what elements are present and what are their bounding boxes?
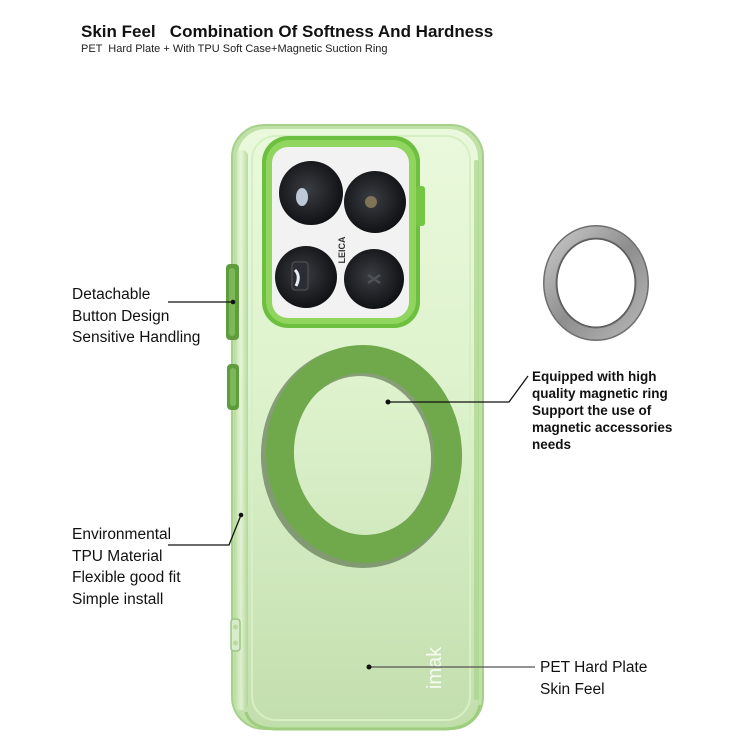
callout-text: TPU Material: [72, 547, 163, 565]
page-subtitle: PET Hard Plate + With TPU Soft Case+Magn…: [81, 43, 388, 55]
page-title: Skin Feel Combination Of Softness And Ha…: [81, 22, 494, 41]
callout-text: Sensitive Handling: [72, 329, 201, 346]
callout-text: Detachable: [72, 286, 151, 303]
magnetic-ring: [260, 345, 463, 568]
camera-brand-text: LEICA: [337, 236, 347, 264]
callout-line-ring: [385, 375, 529, 405]
callout-pet-plate: PET Hard Plate Skin Feel: [540, 657, 647, 700]
callout-text: needs: [532, 437, 572, 452]
callout-line-button: [168, 299, 236, 305]
callout-text: Equipped with high: [532, 369, 657, 384]
callout-line-pet: [366, 664, 535, 670]
callout-text: quality magnetic ring: [532, 386, 668, 401]
side-port: [230, 618, 241, 652]
callout-line-tpu: [168, 512, 244, 546]
callout-tpu-material: Environmental TPU Material Flexible good…: [72, 524, 181, 610]
callout-text: Flexible good fit: [72, 569, 181, 586]
callout-button-design: Detachable Button Design Sensitive Handl…: [72, 284, 200, 349]
callout-text: Environmental: [72, 526, 172, 543]
callout-text: Skin Feel: [540, 680, 605, 698]
camera-module: LEICA: [262, 136, 425, 328]
metal-magnetic-ring: [543, 225, 649, 341]
callout-magnetic-ring: Equipped with high quality magnetic ring…: [532, 368, 672, 453]
callout-text: Simple install: [72, 590, 164, 608]
callout-text: magnetic accessories: [532, 420, 673, 435]
camera-lens-icon: [279, 161, 343, 225]
callout-text: Button Design: [72, 307, 170, 325]
side-button-lower: [227, 364, 239, 410]
callout-text: Support the use of: [532, 403, 652, 418]
callout-text: PET Hard Plate: [540, 659, 648, 676]
